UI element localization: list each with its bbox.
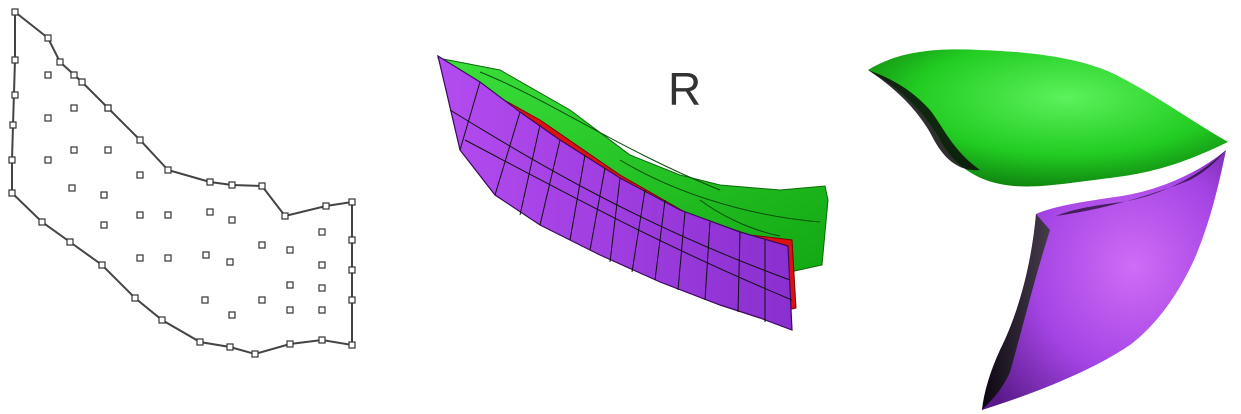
interior-node — [286, 281, 294, 289]
boundary-node — [8, 189, 16, 197]
boundary-node — [11, 56, 19, 64]
boundary-node — [66, 238, 74, 246]
boundary-node — [98, 261, 106, 269]
interior-node — [70, 104, 78, 112]
layered-surfaces-panel: R — [420, 0, 860, 414]
boundary-node — [38, 218, 46, 226]
boundary-nodes — [8, 8, 356, 358]
boundary-node — [251, 350, 259, 358]
interior-node — [44, 156, 52, 164]
mesh-line — [619, 159, 821, 223]
interior-node — [228, 216, 236, 224]
interior-node — [104, 104, 112, 112]
mesh-line — [539, 139, 561, 226]
interior-node — [100, 191, 108, 199]
boundary-node — [348, 198, 356, 206]
mesh-line — [479, 71, 721, 191]
interior-node — [100, 221, 108, 229]
mesh-line — [704, 221, 711, 301]
interior-node — [104, 146, 112, 154]
interior-node — [136, 254, 144, 262]
boundary-node — [78, 78, 86, 86]
interior-node — [70, 71, 78, 79]
boundary-node — [348, 296, 356, 304]
mesh-line — [737, 231, 741, 313]
mesh-line — [464, 139, 793, 301]
interior-node — [164, 211, 172, 219]
boundary-node — [158, 316, 166, 324]
mesh-line — [494, 111, 521, 196]
purple-smooth-surface — [982, 150, 1226, 410]
interior-node — [44, 71, 52, 79]
boundary-node — [206, 178, 214, 186]
interior-node — [68, 184, 76, 192]
boundary-node — [164, 166, 172, 174]
boundary-mesh-svg — [8, 8, 356, 358]
interior-node — [286, 246, 294, 254]
green-surface-shadow — [868, 70, 980, 171]
boundary-node — [281, 212, 289, 220]
interior-node — [318, 261, 326, 269]
interior-node — [164, 254, 172, 262]
interior-node — [136, 171, 144, 179]
boundary-node — [11, 91, 19, 99]
panel-label-r: R — [668, 63, 702, 115]
interior-node — [202, 251, 210, 259]
interior-node — [44, 114, 52, 122]
interior-node — [226, 258, 234, 266]
mesh-line — [699, 199, 781, 237]
boundary-node — [286, 340, 294, 348]
boundary-mesh-panel — [0, 0, 380, 414]
layered-surfaces-svg — [437, 54, 829, 331]
interior-node — [318, 228, 326, 236]
boundary-node — [226, 343, 234, 351]
purple-surface-dark-edge — [982, 214, 1050, 410]
boundary-node — [44, 34, 52, 42]
surface-mesh-lines — [449, 71, 821, 322]
mesh-line — [631, 189, 646, 273]
smooth-surfaces-panel — [860, 0, 1241, 414]
interior-node — [258, 241, 266, 249]
boundary-node — [9, 121, 17, 129]
mesh-line — [519, 124, 541, 216]
interior-node — [206, 208, 214, 216]
boundary-node — [258, 182, 266, 190]
interior-node — [318, 306, 326, 314]
interior-node — [318, 284, 326, 292]
smooth-surfaces-svg — [868, 49, 1228, 410]
interior-node — [286, 306, 294, 314]
boundary-node — [131, 294, 139, 302]
boundary-node — [136, 136, 144, 144]
boundary-node — [348, 341, 356, 349]
boundary-node — [228, 181, 236, 189]
boundary-node — [8, 156, 16, 164]
interior-node — [258, 296, 266, 304]
interior-node — [136, 211, 144, 219]
boundary-node — [348, 236, 356, 244]
mesh-line — [609, 177, 621, 263]
boundary-node — [348, 266, 356, 274]
boundary-node — [56, 58, 64, 66]
interior-node — [228, 311, 236, 319]
mesh-line — [569, 154, 586, 241]
boundary-node — [196, 338, 204, 346]
interior-node — [201, 296, 209, 304]
interior-nodes — [44, 71, 326, 319]
mesh-line — [449, 109, 791, 281]
boundary-node — [322, 202, 330, 210]
boundary-node — [11, 8, 19, 16]
boundary-node — [318, 336, 326, 344]
mesh-line — [459, 81, 481, 151]
interior-node — [70, 146, 78, 154]
